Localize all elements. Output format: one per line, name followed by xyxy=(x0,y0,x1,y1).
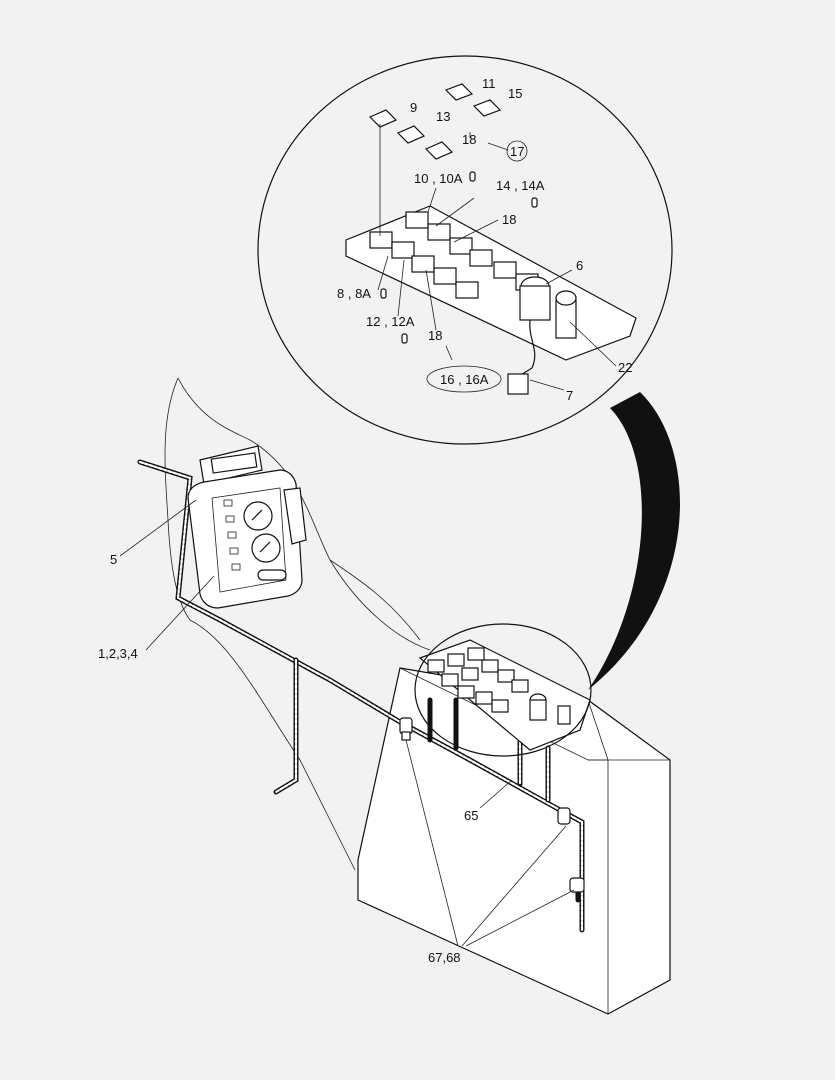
detail-callout-small xyxy=(414,623,592,757)
detail-connector-band xyxy=(588,392,680,690)
label-16-16a: 16 , 16A xyxy=(440,372,489,387)
leader-lines xyxy=(119,124,617,947)
label-65: 65 xyxy=(464,808,478,823)
switch-plate xyxy=(345,205,637,395)
label-67-68: 67,68 xyxy=(428,950,461,965)
label-17: 17 xyxy=(510,144,524,159)
label-14-14a: 14 , 14A xyxy=(496,178,545,193)
label-18-bottom: 18 xyxy=(428,328,442,343)
label-8-8a: 8 , 8A xyxy=(337,286,371,301)
label-9: 9 xyxy=(410,100,417,115)
label-18-mid: 18 xyxy=(502,212,516,227)
label-12-12a: 12 , 12A xyxy=(366,314,415,329)
label-1-2-3-4: 1,2,3,4 xyxy=(98,646,138,661)
label-13: 13 xyxy=(436,109,450,124)
callout-16-oval xyxy=(426,365,502,393)
label-10-10a: 10 , 10A xyxy=(414,171,463,186)
label-5: 5 xyxy=(110,552,117,567)
detail-callout-large xyxy=(257,55,673,445)
bulb-icons xyxy=(380,171,538,344)
switch-panel-small xyxy=(418,639,591,751)
label-6: 6 xyxy=(576,258,583,273)
label-22: 22 xyxy=(618,360,632,375)
instrument-cluster xyxy=(187,445,307,609)
callout-17-circle xyxy=(506,140,528,162)
label-7: 7 xyxy=(566,388,573,403)
label-15: 15 xyxy=(508,86,522,101)
cab-console-outline xyxy=(164,377,431,871)
harness-clips xyxy=(399,717,585,893)
label-18-top: 18 xyxy=(462,132,476,147)
symbol-tiles xyxy=(368,83,502,160)
side-console-box xyxy=(357,667,671,1015)
label-11: 11 xyxy=(482,76,496,91)
